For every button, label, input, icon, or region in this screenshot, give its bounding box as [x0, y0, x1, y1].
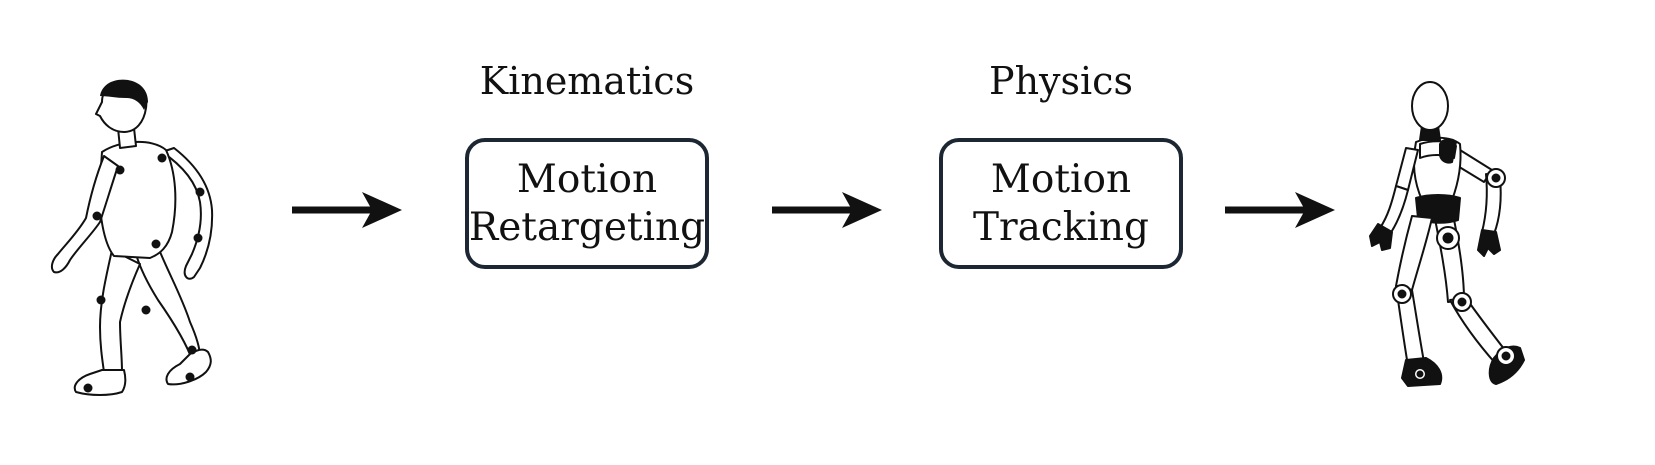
- humanoid-robot-walking-icon: [1369, 81, 1525, 387]
- right-arrow-icon: [772, 192, 882, 228]
- human-walking-with-markers-icon: [50, 79, 214, 396]
- motion-tracking-box: Motion Tracking: [939, 138, 1183, 269]
- stage-label-line: Motion: [516, 156, 658, 202]
- stage-label-line: Tracking: [973, 204, 1149, 250]
- stage-category-label: Physics: [989, 59, 1133, 103]
- right-arrow-icon: [292, 192, 402, 228]
- stage-category-label: Kinematics: [479, 59, 695, 103]
- stage-label-line: Retargeting: [468, 204, 706, 250]
- stage-label-line: Motion: [990, 156, 1132, 202]
- motion-retargeting-box: Motion Retargeting: [465, 138, 709, 269]
- right-arrow-icon: [1225, 192, 1335, 228]
